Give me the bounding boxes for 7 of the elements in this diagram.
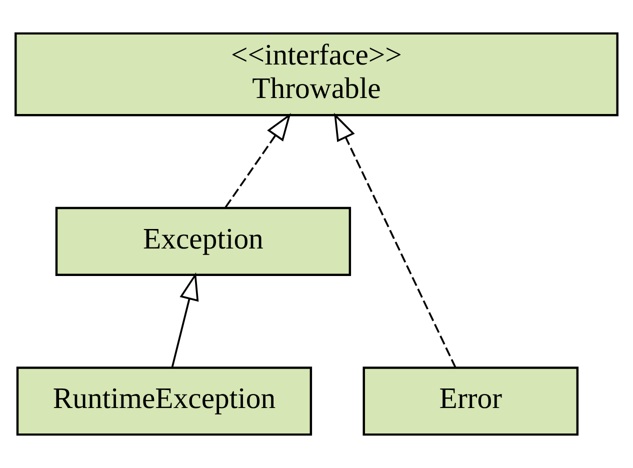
arrow [171, 272, 199, 368]
node-box: Exception [55, 206, 352, 276]
node-box: RuntimeException [16, 366, 312, 436]
arrow [334, 112, 456, 368]
node-box: <<interface>> Throwable [14, 32, 618, 116]
arrow [224, 112, 291, 208]
node-box: Error [362, 366, 579, 436]
